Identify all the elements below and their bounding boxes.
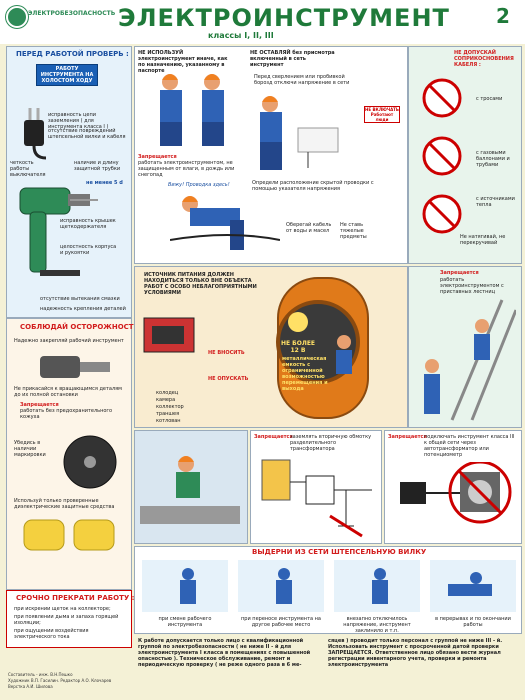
no-lower-label: НЕ ОПУСКАТЬ [208, 376, 249, 382]
cable-note: Не натягивай, не перекручивай [460, 234, 506, 246]
check-item-8: отсутствие вытекания смазки [40, 296, 120, 302]
check-item-4: наличие и длину защитной трубки [74, 160, 121, 172]
cable-item-1: с тросами [476, 96, 503, 102]
check-item-7: целостность корпуса и рукоятки [60, 244, 117, 256]
voltage-limit: НЕ БОЛЕЕ 12 В [280, 340, 316, 354]
caution-title: СОБЛЮДАЙ ОСТОРОЖНОСТЬ ! [20, 323, 145, 331]
caution-forbidden: Запрещается [20, 402, 59, 408]
caution-item-4: Убедись в наличии маркировки [14, 440, 46, 458]
stop-item-2: при появлении дыма и запаха горящей изол… [14, 614, 119, 626]
ladder-text: работать электроинструментом с приставны… [440, 277, 504, 295]
place-4: траншея [156, 411, 180, 417]
cable-keep-dry: Оберегай кабель от воды и масел [286, 222, 332, 234]
autotransformer-illustration [400, 462, 512, 524]
stop-work-panel [6, 590, 132, 648]
safety-logo-icon [6, 6, 28, 28]
plug-text: подключать инструмент класса III к общей… [424, 434, 515, 458]
cable-item-2: с газовыми баллонами и трубами [476, 150, 510, 168]
drill-chuck-illustration [40, 356, 110, 378]
transformer-text: заземлять вторичную обмотку разделительн… [290, 434, 372, 452]
stop-item-3: при ощущении воздействия электрического … [14, 628, 89, 640]
unplug-item-3: внезапно отключилось напряжение, инструм… [343, 616, 411, 634]
warn-disconnect: Перед сверлением или пробивкой борозд от… [254, 74, 350, 86]
check-item-5: не менее 5 d [86, 180, 123, 186]
power-source-note: ИСТОЧНИК ПИТАНИЯ ДОЛЖЕН НАХОДИТЬСЯ ТОЛЬК… [144, 272, 257, 296]
caution-item-2: Не прикасайся к вращающимся деталям до и… [14, 386, 122, 398]
warn-hidden-wiring: Определи расположение скрытой проводки с… [252, 180, 374, 192]
header [0, 0, 525, 44]
stop-item-1: при искрении щеток на коллекторе; [14, 606, 111, 612]
metal-vessel-illustration [276, 277, 369, 419]
unplug-title: ВЫДЕРНИ ИЗ СЕТИ ШТЕПСЕЛЬНУЮ ВИЛКУ [252, 548, 427, 556]
caution-item-1: Надежно закрепляй рабочий инструмент [14, 338, 124, 344]
crawling-worker-illustration [170, 196, 280, 250]
credit-2: Художник В.П. Гасилин. Редактор А.О. Кло… [8, 678, 112, 683]
check-item-2: отсутствие повреждений штепсельной вилки… [48, 128, 126, 140]
check-title: ПЕРЕД РАБОТОЙ ПРОВЕРЬ : [16, 50, 129, 58]
unplug-item-2: при переносе инструмента на другое рабоч… [241, 616, 321, 628]
transformer-forbidden: Запрещается [254, 434, 293, 440]
check-item-3: четкость работы выключателя [10, 160, 46, 178]
transformer-diagram [261, 459, 372, 538]
cable-hazards-illustration [422, 78, 462, 234]
grinder-disk-illustration [63, 435, 117, 489]
warn-forbidden-word: Запрещается [138, 154, 177, 160]
no-enter-label: НЕ ВНОСИТЬ [208, 350, 245, 356]
unplug-illustrations [142, 560, 516, 612]
pipe-worker-illustration [140, 456, 240, 524]
worker-wall-illustration [260, 96, 339, 170]
place-3: коллектор [156, 404, 184, 410]
qualification-text-1: К работе допускается только лицо с квали… [138, 638, 311, 668]
plug-forbidden: Запрещается [388, 434, 427, 440]
ladder-illustration [424, 299, 516, 421]
qualification-text-2: сяцев ) проводит только персонал с групп… [328, 638, 503, 668]
warn-moisture: работать электроинструментом, не защищен… [138, 160, 235, 178]
drill-illustration [19, 187, 98, 276]
warn-not-intended: НЕ ИСПОЛЬЗУЙ электроинструмент иначе, ка… [138, 50, 228, 74]
page-subtitle: классы I, II, III [208, 31, 274, 40]
check-item-9: надежность крепления деталей [40, 306, 126, 312]
place-5: котлован [156, 418, 181, 424]
vessel-note: металлическая емкость с ограниченной воз… [282, 356, 328, 392]
generator-illustration [143, 317, 195, 353]
credit-3: Верстка А.И. Шилова [8, 684, 53, 689]
check-item-1: исправность цепи заземления ( для инстру… [48, 112, 109, 130]
credit-1: Составитель - инж. В.Н.Пешко [8, 672, 73, 677]
cable-no-heavy: Не ставь тяжелые предметы [340, 222, 367, 240]
ladder-forbidden: Запрещается [440, 270, 479, 276]
unplug-item-1: при смене рабочего инструмента [158, 616, 212, 628]
caution-item-3: работать без предохранительного кожуха [20, 408, 113, 420]
idle-test-label: РАБОТУ ИНСТРУМЕНТА НА ХОЛОСТОМ ХОДУ [36, 64, 98, 86]
caution-item-5: Используй только проверенные диэлектриче… [14, 498, 115, 510]
plug-illustration [24, 108, 47, 160]
stop-title: СРОЧНО ПРЕКРАТИ РАБОТУ : [16, 594, 135, 602]
page-number: 2 [496, 4, 510, 28]
logo-text: ЭЛЕКТРОБЕЗОПАСНОСТЬ [28, 10, 116, 17]
cable-contact-title: НЕ ДОПУСКАЙ СОПРИКОСНОВЕНИЯ КАБЕЛЯ : [454, 50, 514, 68]
check-item-6: исправность крышек щеткодержателя [60, 218, 116, 230]
gloves-illustration [23, 519, 115, 551]
do-not-switch-on-sign: НЕ ВКЛЮЧАТЬ Работают люди [364, 106, 400, 123]
cable-item-3: с источниками тепла [476, 196, 515, 208]
workers-illustration [160, 74, 224, 146]
place-1: колодец [156, 390, 179, 396]
place-2: камера [156, 397, 176, 403]
page-title: ЭЛЕКТРОИНСТРУМЕНТ [118, 4, 450, 32]
speech-bubble: Вижу! Проводка здесь! [168, 182, 230, 188]
warn-unattended: НЕ ОСТАВЛЯЙ без присмотра включенный в с… [250, 50, 335, 68]
unplug-item-4: в перерывах и по окончании работы [435, 616, 511, 628]
